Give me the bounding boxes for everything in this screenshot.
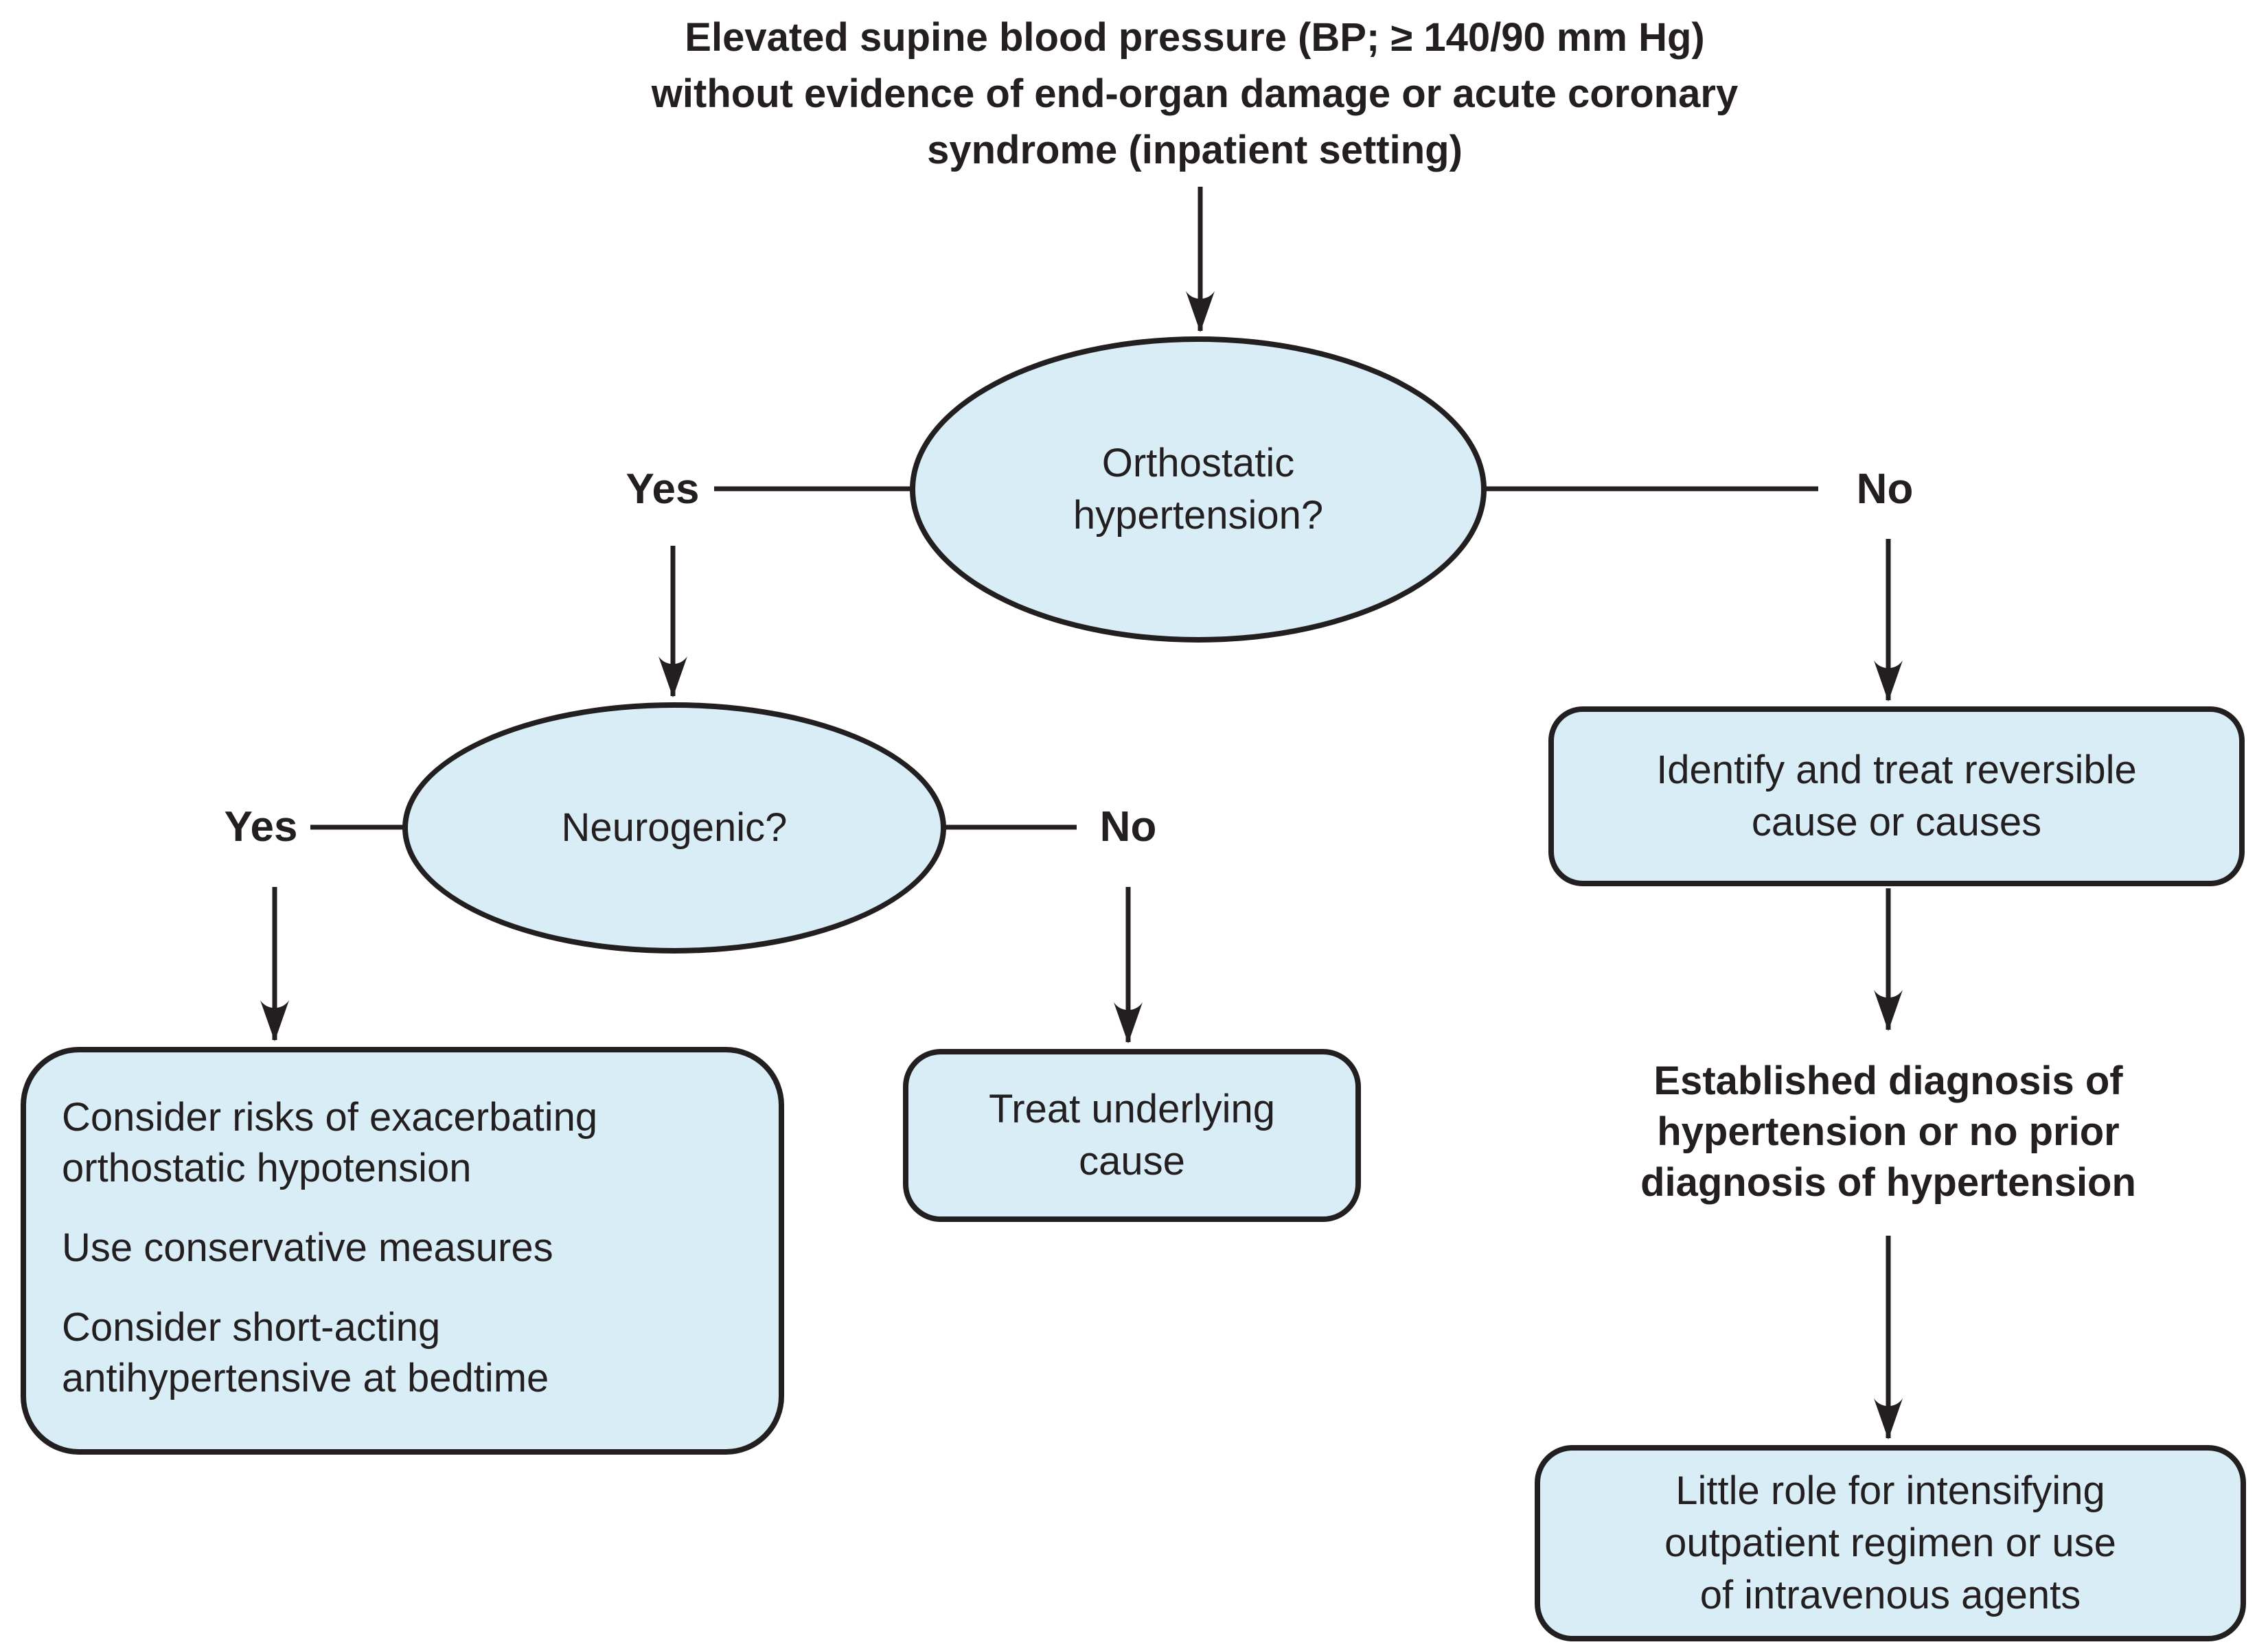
start-condition-line: Elevated supine blood pressure (BP; ≥ 14… [685, 15, 1705, 60]
consider-paragraph-3: Consider short-acting antihypertensive a… [62, 1302, 597, 1404]
consider-paragraph-1: Consider risks of exacerbating orthostat… [62, 1092, 597, 1194]
box-consider-risks: Consider risks of exacerbating orthostat… [21, 1047, 784, 1455]
little-role-line1: Little role for intensifying [1675, 1468, 2105, 1513]
branch-label-neurogenic-no: No [1099, 803, 1157, 851]
treat-line1: Treat underlying [989, 1087, 1275, 1131]
milestone-line3: diagnosis of hypertension [1640, 1160, 2136, 1205]
identify-line1: Identify and treat reversible [1656, 748, 2137, 792]
consider-paragraph-2: Use conservative measures [62, 1223, 597, 1273]
consider-p2-line1: Use conservative measures [62, 1225, 553, 1270]
box-treat-underlying-cause: Treat underlying cause [903, 1049, 1361, 1222]
decision-orthostatic-hypertension: Orthostatic hypertension? [910, 336, 1487, 643]
consider-p3-line1: Consider short-acting [62, 1305, 441, 1350]
box-little-role-intensifying: Little role for intensifying outpatient … [1535, 1445, 2246, 1641]
milestone-line2: hypertension or no prior [1657, 1109, 2120, 1154]
box-consider-risks-text: Consider risks of exacerbating orthostat… [26, 1052, 618, 1433]
start-condition-line: without evidence of end-organ damage or … [651, 71, 1739, 116]
treat-line2: cause [1079, 1139, 1185, 1184]
consider-p1-line2: orthostatic hypotension [62, 1146, 472, 1190]
consider-p1-line1: Consider risks of exacerbating [62, 1095, 598, 1140]
little-role-line2: outpatient regimen or use [1664, 1521, 2116, 1565]
box-treat-underlying-cause-text: Treat underlying cause [989, 1083, 1275, 1188]
identify-line2: cause or causes [1751, 800, 2042, 844]
branch-label-neurogenic-yes: Yes [224, 803, 298, 851]
box-little-role-intensifying-text: Little role for intensifying outpatient … [1664, 1465, 2116, 1621]
decision-neurogenic-label: Neurogenic? [561, 805, 788, 850]
decision-orthostatic-label: Orthostatic hypertension? [1073, 441, 1324, 538]
decision-neurogenic: Neurogenic? [402, 702, 946, 954]
little-role-line3: of intravenous agents [1699, 1573, 2081, 1617]
milestone-established-diagnosis: Established diagnosis of hypertension or… [1545, 1056, 2232, 1208]
branch-label-orthostatic-no: No [1856, 465, 1914, 513]
branch-label-orthostatic-yes: Yes [626, 465, 700, 513]
box-identify-reversible-cause-text: Identify and treat reversible cause or c… [1656, 744, 2137, 848]
milestone-line1: Established diagnosis of [1653, 1059, 2123, 1103]
box-identify-reversible-cause: Identify and treat reversible cause or c… [1548, 706, 2245, 886]
start-condition-line: syndrome (inpatient setting) [927, 128, 1463, 172]
consider-p3-line2: antihypertensive at bedtime [62, 1356, 549, 1400]
start-condition-text: Elevated supine blood pressure (BP; ≥ 14… [439, 10, 1950, 178]
